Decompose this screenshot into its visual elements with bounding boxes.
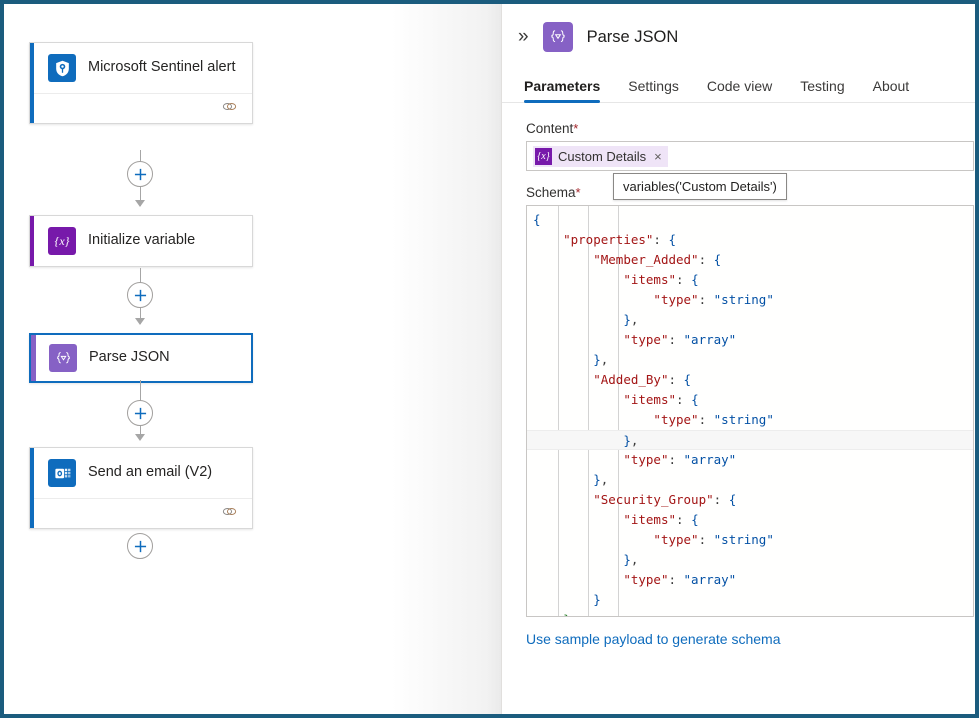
workflow-node-parse-json[interactable]: Parse JSON: [29, 333, 253, 383]
indent-guide: [558, 206, 559, 616]
connector-arrow-3: [135, 434, 145, 441]
variable-icon: {x}: [48, 227, 76, 255]
node-accent-bar: [30, 43, 34, 123]
tab-testing[interactable]: Testing: [800, 78, 845, 94]
content-input[interactable]: {x} Custom Details ×: [526, 141, 974, 171]
node-title: Parse JSON: [89, 349, 170, 366]
code-line: },: [527, 430, 973, 450]
microsoft-sentinel-icon: [48, 54, 76, 82]
use-sample-payload-link[interactable]: Use sample payload to generate schema: [526, 631, 781, 647]
link-icon[interactable]: [221, 504, 238, 524]
node-title: Initialize variable: [88, 232, 196, 249]
parse-json-icon: [49, 344, 77, 372]
indent-guide: [588, 206, 589, 616]
add-step-button-2[interactable]: [127, 282, 153, 308]
workflow-node-trigger[interactable]: Microsoft Sentinel alert: [29, 42, 253, 124]
code-line: "type": "string": [653, 412, 774, 427]
dynamic-content-token[interactable]: {x} Custom Details ×: [533, 145, 668, 167]
code-line: },: [527, 610, 973, 616]
code-line: "type": "array": [623, 332, 737, 347]
indent-guide: [618, 206, 619, 616]
code-line: },: [623, 552, 639, 567]
content-field-label: Content*: [526, 121, 579, 136]
node-title: Send an email (V2): [88, 464, 213, 481]
add-step-button-3[interactable]: [127, 400, 153, 426]
panel-header: » Parse JSON: [502, 4, 975, 52]
code-line: },: [593, 352, 609, 367]
code-line: "Member_Added": {: [593, 252, 722, 267]
double-chevron-right-icon[interactable]: »: [518, 25, 529, 47]
link-icon[interactable]: [221, 99, 238, 119]
tab-parameters[interactable]: Parameters: [524, 78, 601, 103]
node-header: Microsoft Sentinel alert: [30, 43, 252, 93]
parameters-form: Content* {x} Custom Details × Schema* va…: [502, 103, 975, 647]
node-accent-bar: [30, 216, 34, 266]
code-line: },: [593, 472, 609, 487]
tab-about[interactable]: About: [872, 78, 910, 94]
connector-arrow-2: [135, 318, 145, 325]
tab-code-view[interactable]: Code view: [706, 78, 773, 94]
variable-icon: {x}: [535, 147, 552, 165]
node-accent-bar: [30, 448, 34, 528]
action-details-panel: » Parse JSON Parameters Settings Code vi…: [501, 4, 975, 714]
code-line: "Security_Group": {: [593, 492, 737, 507]
node-footer: [30, 93, 252, 123]
workflow-node-send-email[interactable]: Send an email (V2): [29, 447, 253, 529]
schema-code-editor[interactable]: { "properties": { "Member_Added": { "ite…: [526, 205, 974, 617]
panel-tabs: Parameters Settings Code view Testing Ab…: [502, 52, 975, 103]
token-label: Custom Details: [558, 148, 647, 164]
parse-json-icon: [542, 22, 573, 52]
node-header: Send an email (V2): [30, 448, 252, 498]
code-line: "type": "array": [623, 452, 737, 467]
node-accent-bar: [31, 335, 36, 381]
required-marker: *: [573, 121, 579, 136]
required-marker: *: [575, 185, 581, 200]
code-line: "properties": {: [563, 232, 677, 247]
code-line: "items": {: [623, 512, 699, 527]
code-line: "Added_By": {: [593, 372, 692, 387]
page-title: Parse JSON: [586, 27, 679, 46]
expression-tooltip: variables('Custom Details'): [613, 173, 787, 200]
remove-token-icon[interactable]: ×: [654, 148, 662, 164]
code-line: "items": {: [623, 392, 699, 407]
node-footer: [30, 498, 252, 528]
code-line: "type": "string": [653, 292, 774, 307]
code-line: "type": "string": [653, 532, 774, 547]
code-line: }: [593, 592, 601, 607]
code-lines: { "properties": { "Member_Added": { "ite…: [527, 210, 973, 616]
code-line: "items": {: [623, 272, 699, 287]
workflow-designer-canvas[interactable]: Microsoft Sentinel alert: [4, 4, 501, 714]
outlook-icon: [48, 459, 76, 487]
node-header: Parse JSON: [31, 335, 251, 381]
code-line: "type": "array": [623, 572, 737, 587]
workflow-node-initialize-variable[interactable]: {x} Initialize variable: [29, 215, 253, 267]
schema-field-label: Schema*: [526, 185, 581, 200]
add-step-button-4[interactable]: [127, 533, 153, 559]
tab-settings[interactable]: Settings: [628, 78, 679, 94]
connector-arrow-1: [135, 200, 145, 207]
add-step-button-1[interactable]: [127, 161, 153, 187]
code-line: {: [533, 212, 541, 227]
node-header: {x} Initialize variable: [30, 216, 252, 266]
node-title: Microsoft Sentinel alert: [88, 59, 236, 76]
code-line: },: [623, 312, 639, 327]
